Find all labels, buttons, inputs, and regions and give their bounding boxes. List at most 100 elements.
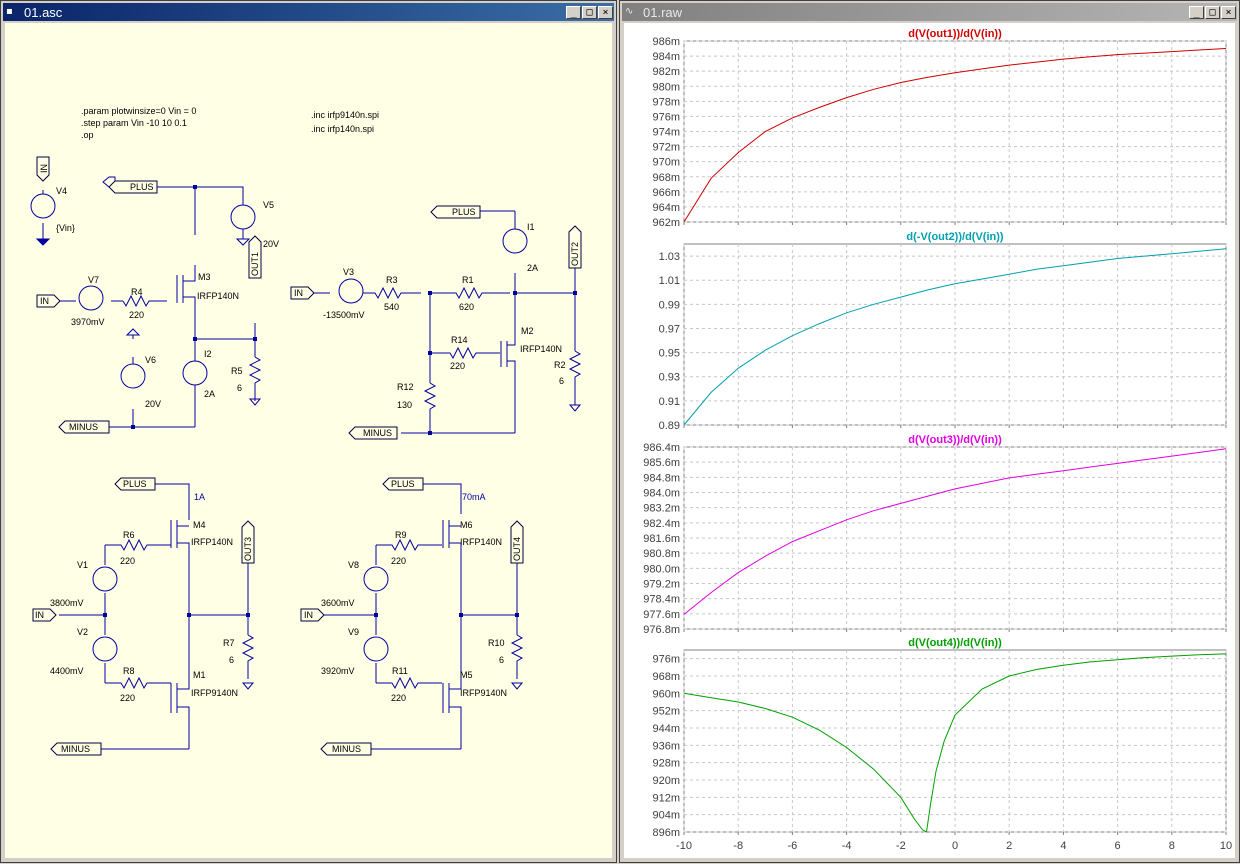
trace-title-1[interactable]: d(V(out1))/d(V(in)): [908, 28, 1002, 40]
r8-name[interactable]: R8: [123, 666, 135, 676]
v1-name[interactable]: V1: [77, 560, 88, 570]
v4-name[interactable]: V4: [56, 186, 67, 196]
directive-op[interactable]: .op: [81, 130, 94, 140]
r2-value[interactable]: 6: [559, 376, 564, 386]
close-button[interactable]: ×: [598, 5, 613, 19]
r4-name[interactable]: R4: [131, 287, 143, 297]
in-flag-vertical[interactable]: [36, 156, 50, 182]
r3-name[interactable]: R3: [386, 275, 398, 285]
minus-flag-2[interactable]: [348, 426, 398, 440]
m6-name[interactable]: M6: [460, 520, 473, 530]
m6-value[interactable]: IRFP140N: [460, 537, 502, 547]
v6-value[interactable]: 20V: [145, 399, 161, 409]
minus-flag-3[interactable]: [50, 742, 102, 756]
waveform-titlebar[interactable]: ∿ 01.raw _ □ ×: [622, 3, 1237, 21]
out4-flag[interactable]: [510, 520, 524, 564]
v2-value[interactable]: 4400mV: [50, 666, 84, 676]
r1-name[interactable]: R1: [462, 275, 474, 285]
r10-name[interactable]: R10: [488, 638, 505, 648]
v3-value[interactable]: -13500mV: [323, 310, 365, 320]
directive-inc-140[interactable]: .inc irfp140n.spi: [311, 124, 374, 134]
r8-value[interactable]: 220: [120, 693, 135, 703]
maximize-button[interactable]: □: [582, 5, 597, 19]
plus-flag-2[interactable]: [430, 205, 481, 219]
v7-name[interactable]: V7: [88, 275, 99, 285]
r14-value[interactable]: 220: [450, 361, 465, 371]
trace-title-3[interactable]: d(V(out3))/d(V(in)): [908, 434, 1002, 446]
m1-name[interactable]: M1: [193, 670, 206, 680]
close-button[interactable]: ×: [1221, 5, 1236, 19]
schematic-titlebar[interactable]: ▪ 01.asc _ □ ×: [3, 3, 614, 21]
v5-name[interactable]: V5: [263, 200, 274, 210]
directive-param[interactable]: .param plotwinsize=0 Vin = 0: [81, 106, 196, 116]
minimize-button[interactable]: _: [566, 5, 581, 19]
m4-name[interactable]: M4: [193, 520, 206, 530]
minus-flag-1[interactable]: [58, 420, 110, 434]
schematic-drawing[interactable]: .param plotwinsize=0 Vin = 0 .step param…: [5, 23, 614, 860]
r7-name[interactable]: R7: [223, 638, 235, 648]
v7-value[interactable]: 3970mV: [71, 317, 105, 327]
r7-value[interactable]: 6: [229, 655, 234, 665]
v9-value[interactable]: 3920mV: [321, 666, 355, 676]
i2-value[interactable]: 2A: [204, 389, 215, 399]
trace-line-2[interactable]: [683, 248, 1227, 426]
trace-title-4[interactable]: d(V(out4))/d(V(in)): [908, 637, 1002, 649]
i1-name[interactable]: I1: [527, 222, 535, 232]
r12-value[interactable]: 130: [397, 400, 412, 410]
plus-flag-3[interactable]: [114, 477, 156, 491]
trace-line-4[interactable]: [683, 653, 1227, 833]
m3-name[interactable]: M3: [198, 272, 211, 282]
m2-value[interactable]: IRFP140N: [520, 344, 562, 354]
in-flag-2[interactable]: [290, 286, 315, 300]
in-flag-3[interactable]: [32, 608, 57, 622]
m1-value[interactable]: IRFP9140N: [191, 688, 238, 698]
r1-value[interactable]: 620: [459, 302, 474, 312]
r3-value[interactable]: 540: [384, 302, 399, 312]
in-flag-1[interactable]: [36, 294, 61, 308]
v8-value[interactable]: 3600mV: [321, 598, 355, 608]
schematic-canvas[interactable]: .param plotwinsize=0 Vin = 0 .step param…: [5, 23, 612, 858]
directive-inc-9140[interactable]: .inc irfp9140n.spi: [311, 110, 379, 120]
m6-current[interactable]: 70mA: [462, 492, 486, 502]
i2-name[interactable]: I2: [204, 349, 212, 359]
m5-name[interactable]: M5: [460, 670, 473, 680]
m5-value[interactable]: IRFP9140N: [460, 688, 507, 698]
r9-name[interactable]: R9: [395, 530, 407, 540]
plus-flag-1[interactable]: [108, 180, 158, 194]
plus-flag-4[interactable]: [382, 477, 424, 491]
r11-name[interactable]: R11: [392, 666, 408, 676]
trace-title-2[interactable]: d(-V(out2))/d(V(in)): [906, 231, 1003, 243]
r9-value[interactable]: 220: [391, 556, 406, 566]
trace-line-3[interactable]: [683, 448, 1227, 615]
m3-value[interactable]: IRFP140N: [197, 291, 239, 301]
i1-value[interactable]: 2A: [527, 263, 538, 273]
out1-flag[interactable]: [248, 235, 262, 279]
waveform-plots[interactable]: d(V(out1))/d(V(in))986m984m982m980m978m9…: [624, 23, 1237, 860]
r5-value[interactable]: 6: [237, 383, 242, 393]
m4-value[interactable]: IRFP140N: [191, 537, 233, 547]
v4-value[interactable]: {Vin}: [56, 223, 75, 233]
r2-name[interactable]: R2: [554, 360, 566, 370]
schematic-window[interactable]: ▪ 01.asc _ □ × .param plotwinsize=0 Vin …: [0, 0, 617, 863]
r14-name[interactable]: R14: [451, 335, 468, 345]
in-flag-4[interactable]: [300, 608, 325, 622]
v2-name[interactable]: V2: [77, 627, 88, 637]
r12-name[interactable]: R12: [397, 382, 414, 392]
r5-name[interactable]: R5: [231, 366, 243, 376]
v9-name[interactable]: V9: [348, 627, 359, 637]
v1-value[interactable]: 3800mV: [50, 598, 84, 608]
r11-value[interactable]: 220: [391, 693, 406, 703]
m2-name[interactable]: M2: [521, 326, 534, 336]
v3-name[interactable]: V3: [343, 267, 354, 277]
r6-name[interactable]: R6: [123, 530, 135, 540]
v5-value[interactable]: 20V: [263, 239, 279, 249]
m4-current[interactable]: 1A: [194, 492, 205, 502]
v6-name[interactable]: V6: [145, 355, 156, 365]
r6-value[interactable]: 220: [120, 556, 135, 566]
minimize-button[interactable]: _: [1189, 5, 1204, 19]
trace-line-1[interactable]: [683, 48, 1227, 223]
r4-value[interactable]: 220: [129, 310, 144, 320]
minus-flag-4[interactable]: [320, 742, 372, 756]
